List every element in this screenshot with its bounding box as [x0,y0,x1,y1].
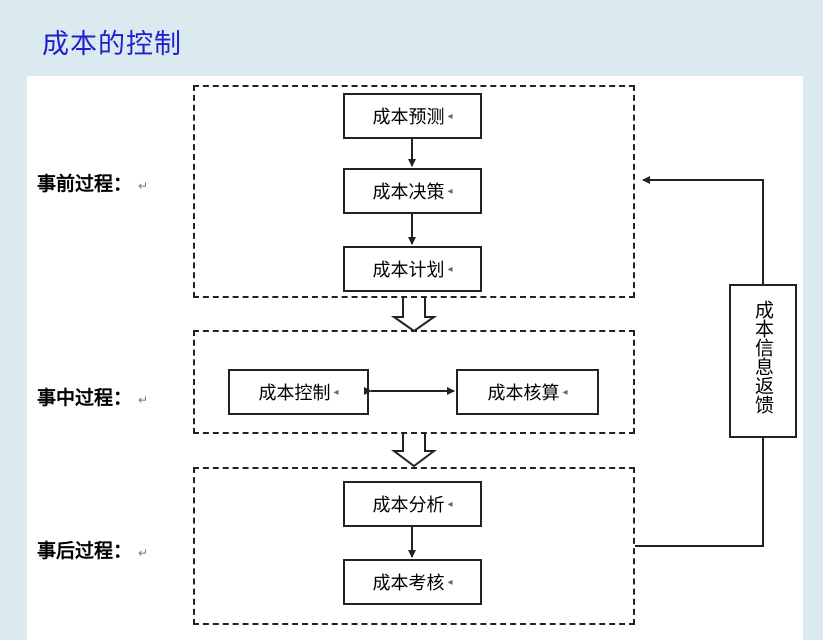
box-cost-forecast: 成本预测◂ [343,93,482,139]
stage-label-before: 事前过程： ↵ [37,169,148,196]
box-cost-analysis: 成本分析◂ [343,481,482,527]
box-cost-plan: 成本计划◂ [343,246,482,292]
stage-label-after-text: 事后过程： [37,540,133,562]
stage-label-during-text: 事中过程： [37,387,133,409]
stage-label-before-text: 事前过程： [37,173,133,195]
return-mark-icon: ↵ [138,546,149,560]
paragraph-mark-icon: ◂ [447,576,453,588]
box-cost-decision-label: 成本决策 [372,182,445,203]
box-cost-control: 成本控制◂ [228,369,369,415]
stage-group-after [193,467,635,625]
paragraph-mark-icon: ◂ [447,110,453,122]
box-cost-control-label: 成本控制 [258,383,331,404]
return-mark-icon: ↵ [138,393,149,407]
box-cost-forecast-label: 成本预测 [372,107,445,128]
stage-group-before [193,85,635,298]
return-mark-icon: ↵ [138,179,149,193]
paragraph-mark-icon: ◂ [562,386,568,398]
box-cost-assessment: 成本考核◂ [343,559,482,605]
box-cost-accounting: 成本核算◂ [456,369,599,415]
paragraph-mark-icon: ◂ [447,498,453,510]
stage-label-during: 事中过程： ↵ [37,383,148,410]
box-cost-feedback: 成本信息返馈 [729,284,797,438]
box-cost-decision: 成本决策◂ [343,168,482,214]
box-cost-plan-label: 成本计划 [372,260,445,281]
box-cost-accounting-label: 成本核算 [487,383,560,404]
box-cost-assessment-label: 成本考核 [372,573,445,594]
paragraph-mark-icon: ◂ [333,386,339,398]
stage-label-after: 事后过程： ↵ [37,536,148,563]
paragraph-mark-icon: ◂ [447,185,453,197]
page-title: 成本的控制 [42,29,182,60]
box-cost-analysis-label: 成本分析 [372,495,445,516]
paragraph-mark-icon: ◂ [447,263,453,275]
box-cost-feedback-label: 成本信息返馈 [752,300,774,414]
